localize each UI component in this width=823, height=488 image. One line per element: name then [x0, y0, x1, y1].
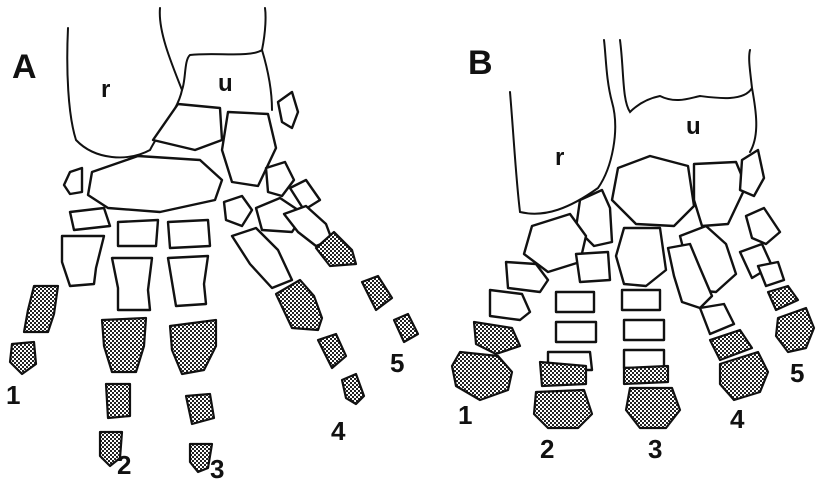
digit-label-3-a: 3 — [210, 454, 224, 484]
phalanx-bone — [624, 350, 664, 368]
digit-label-4-a: 4 — [331, 416, 346, 446]
phalanx-bone — [624, 320, 664, 340]
panel-label-b: B — [468, 44, 493, 82]
digit-label-4-b: 4 — [730, 404, 745, 434]
phalanx-bone — [452, 352, 512, 400]
digit-label-1-a: 1 — [6, 380, 20, 410]
phalanx-bone — [342, 374, 364, 404]
phalanx-bone — [318, 334, 346, 368]
panel-a: A r u — [6, 8, 418, 484]
phalanx-bone — [106, 384, 130, 418]
phalanx-bone — [102, 318, 146, 372]
phalanx-bone — [776, 308, 814, 352]
phalanx-bone — [540, 362, 586, 386]
phalanx-bone — [556, 322, 596, 342]
phalanx-bone — [190, 444, 212, 472]
carpal-bone — [118, 220, 158, 246]
digit-label-1-b: 1 — [458, 400, 472, 430]
carpal-bone — [266, 162, 294, 196]
carpal-bones-b — [524, 150, 780, 292]
digit-label-3-b: 3 — [648, 434, 662, 464]
phalanx-bone — [394, 314, 418, 342]
digit-label-5-a: 5 — [390, 348, 404, 378]
phalanx-bone — [720, 352, 768, 400]
metacarpal-bone — [576, 252, 610, 282]
digit-label-5-b: 5 — [790, 358, 804, 388]
carpal-bone — [612, 156, 694, 226]
phalanx-bone — [556, 292, 594, 312]
ulna-label-a: u — [218, 70, 233, 97]
metacarpal-bone — [168, 256, 208, 306]
phalanx-bone — [276, 280, 322, 330]
phalanx-bone — [622, 290, 660, 310]
phalanx-bone — [534, 390, 592, 428]
carpal-bone — [740, 150, 764, 196]
digit-label-2-a: 2 — [117, 450, 131, 480]
metacarpal-bone — [62, 236, 104, 286]
phalanx-bone — [768, 286, 798, 310]
phalanx-bone — [758, 262, 784, 286]
carpal-bone — [224, 196, 252, 226]
metacarpal-bone — [112, 258, 152, 310]
carpal-bone — [64, 168, 82, 194]
radius-bone-b — [510, 40, 615, 214]
phalanx-bone — [490, 290, 530, 320]
panel-label-a: A — [12, 48, 37, 86]
carpal-bone — [278, 92, 298, 128]
radius-label-b: r — [555, 144, 564, 171]
phalanx-bone — [624, 366, 668, 384]
phalanx-bone — [170, 320, 216, 374]
phalanx-bone — [700, 304, 734, 334]
phalanx-bone — [10, 342, 36, 374]
carpal-bone — [746, 208, 780, 244]
phalanx-bone — [24, 286, 58, 332]
metacarpal-bone — [232, 228, 292, 288]
carpal-bone — [88, 156, 222, 212]
radius-label-a: r — [101, 76, 110, 103]
carpal-bone — [153, 104, 222, 150]
panel-b: B r u — [452, 40, 814, 464]
carpal-bone — [694, 162, 746, 226]
carpal-bone — [616, 228, 666, 286]
phalanx-bone — [362, 276, 392, 310]
digit-label-2-b: 2 — [540, 434, 554, 464]
phalanx-bone — [474, 322, 520, 354]
carpal-bone — [70, 208, 110, 230]
phalanx-bone — [626, 388, 680, 428]
ulna-label-b: u — [686, 113, 701, 140]
phalanx-bone — [186, 394, 214, 424]
carpal-bone — [168, 220, 210, 248]
